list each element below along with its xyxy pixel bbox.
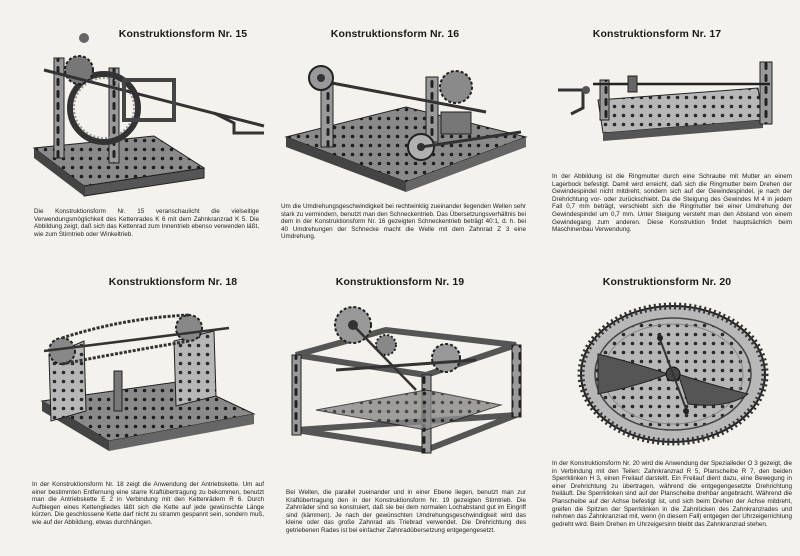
panel-title: Konstruktionsform Nr. 18 [108,276,238,288]
panel-konstruktionsform-16: Konstruktionsform Nr. 16 Um die Umdrehun… [276,28,534,298]
panel-caption: Bei Wellen, die parallel zueinander und … [286,489,526,534]
panel-caption: Die Konstruktionsform Nr. 15 veranschaul… [34,208,259,238]
illustration-model-18 [14,296,272,456]
panel-title: Konstruktionsform Nr. 19 [335,276,465,288]
illustration-model-19 [276,290,534,465]
panel-caption: In der Konstruktionsform Nr. 18 zeigt di… [32,481,264,526]
panel-konstruktionsform-18: Konstruktionsform Nr. 18 In der Konstruk… [14,276,272,546]
illustration-model-17 [538,48,796,148]
illustration-model-20 [538,294,796,459]
panel-title: Konstruktionsform Nr. 16 [330,28,460,40]
panel-title: Konstruktionsform Nr. 17 [592,28,722,40]
panel-konstruktionsform-20: Konstruktionsform Nr. 20 In der Konstruk… [538,276,796,546]
panel-title: Konstruktionsform Nr. 15 [118,28,248,40]
panel-konstruktionsform-15: Konstruktionsform Nr. 15 Die Konstruktio… [14,28,272,298]
panel-caption: In der Abbildung ist die Ringmutter durc… [552,173,792,234]
panel-konstruktionsform-17: Konstruktionsform Nr. 17 In der Abbildun… [538,28,796,298]
panel-title: Konstruktionsform Nr. 20 [602,276,732,288]
panel-konstruktionsform-19: Konstruktionsform Nr. 19 Bei Wellen, die… [276,276,534,546]
panel-caption: In der Konstruktionsform Nr. 20 wird die… [552,460,792,528]
illustration-model-15 [14,28,272,203]
illustration-model-16 [276,42,534,202]
panel-caption: Um die Umdrehungsgeschwindigkeit bei rec… [281,203,526,241]
